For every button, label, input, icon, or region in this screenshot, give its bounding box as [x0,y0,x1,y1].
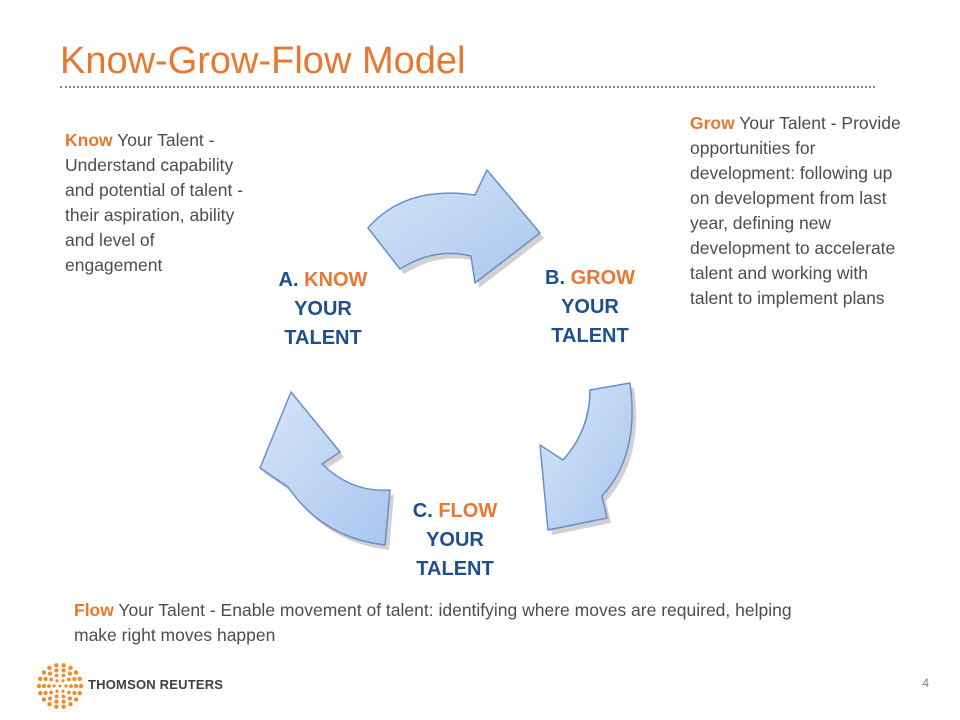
grow-text: Your Talent - Provide opportunities for … [690,113,901,308]
curved-arrow-icon [259,391,391,546]
node-b-prefix: B. [545,267,571,289]
title-divider [60,86,875,88]
node-flow-your-talent: C. FLOW YOUR TALENT [390,497,520,584]
curved-arrow-icon [367,169,541,284]
grow-description: Grow Your Talent - Provide opportunities… [690,111,910,311]
node-c-line3: TALENT [416,558,494,580]
node-b-keyword: GROW [570,267,635,289]
node-grow-your-talent: B. GROW YOUR TALENT [525,264,655,351]
node-a-keyword: KNOW [304,269,368,291]
node-b-line2: YOUR [561,296,619,318]
know-description: Know Your Talent - Understand capability… [65,128,245,278]
node-c-keyword: FLOW [438,500,498,522]
node-b-line3: TALENT [551,325,629,347]
flow-keyword: Flow [74,600,114,620]
arrow-grow-to-flow [539,382,637,535]
flow-text: Your Talent - Enable movement of talent:… [74,600,792,645]
arrow-flow-to-know [259,391,394,550]
arrow-know-to-grow [367,169,544,288]
node-a-prefix: A. [278,269,305,291]
thomson-reuters-logo-icon [36,663,84,709]
know-text: Your Talent - Understand capability and … [65,130,244,275]
brand-name: THOMSON REUTERS [88,677,224,692]
node-a-line3: TALENT [284,327,362,349]
curved-arrow-icon [539,382,633,531]
grow-keyword: Grow [690,113,735,133]
page-number: 4 [922,676,929,690]
node-a-line2: YOUR [294,298,352,320]
page-title: Know-Grow-Flow Model [60,40,466,82]
know-keyword: Know [65,130,113,150]
flow-description: Flow Your Talent - Enable movement of ta… [74,598,834,648]
node-c-prefix: C. [412,500,439,522]
node-know-your-talent: A. KNOW YOUR TALENT [258,266,388,353]
node-c-line2: YOUR [426,529,484,551]
